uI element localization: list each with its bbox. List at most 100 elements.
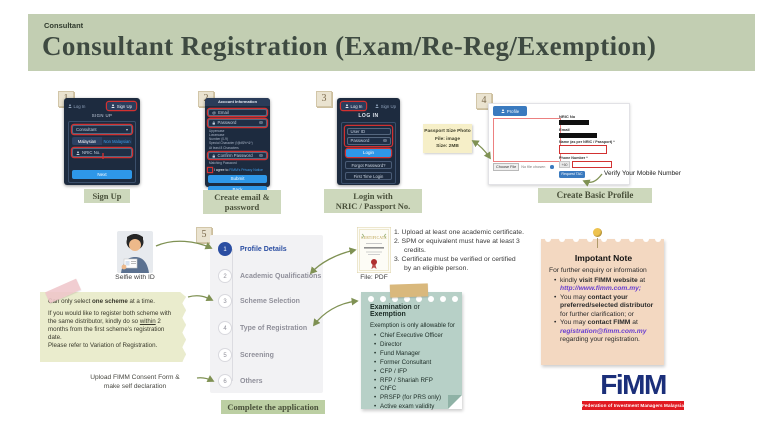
step2-confirm-password-input[interactable]: Confirm Password — [208, 151, 267, 160]
step3-screenshot: Log In Sign Up LOG IN User ID Password L… — [337, 98, 400, 185]
pin-stem — [597, 238, 598, 248]
step3-login-tab[interactable]: Log In — [341, 102, 367, 110]
step3-login-button[interactable]: Login — [346, 149, 391, 157]
fimm-logo-tagline: Federation of Investment Managers Malays… — [582, 401, 684, 410]
step3-forgot-password-button[interactable]: Forgot Password? — [345, 161, 392, 169]
step3-signup-tab[interactable]: Sign Up — [375, 104, 396, 109]
step2-caption: Create email &password — [203, 190, 281, 215]
fimm-website-link[interactable]: http://www.fimm.com.my; — [560, 285, 642, 292]
important-note-bullet-1: kindly visit FIMM website at http://www.… — [553, 277, 658, 294]
step4-phone-prefix: +60 — [559, 161, 570, 168]
arrow-note-to-step3 — [187, 294, 214, 302]
page-title: Consultant Registration (Exam/Re-Reg/Exe… — [42, 31, 657, 61]
step2-email-input[interactable]: @Email — [208, 108, 267, 116]
important-note-title: Impotant Note — [574, 253, 633, 263]
person-icon — [345, 104, 349, 108]
step3-first-time-login-button[interactable]: First Time Login — [345, 172, 392, 180]
lock-icon — [212, 121, 215, 125]
step2-form-header: Account Information — [205, 98, 270, 106]
step4-caption: Create Basic Profile — [538, 188, 652, 203]
selfie-illustration — [117, 231, 153, 278]
step4-email-redacted-value — [559, 133, 597, 138]
fimm-logo-wordmark: FiMM — [600, 369, 667, 400]
important-note-bullet-3: You may contact FIMM at registration@fim… — [553, 319, 658, 345]
privacy-notice-link[interactable]: FIMM's Privacy Notice — [229, 168, 263, 173]
step4-photo-upload-area[interactable] — [493, 118, 561, 162]
exam-note-title: Examination or Exemption — [370, 304, 420, 318]
step1-caption: Sign Up — [84, 189, 130, 204]
step3-form-title: LOG IN — [358, 113, 379, 119]
passport-photo-note: Passport Size Photo File: image Size: 2M… — [423, 124, 472, 153]
exam-note-subtitle: Exemption is only allowable for — [370, 322, 455, 329]
step2-agree-text: I agree to FIMM's Privacy Notice — [214, 168, 263, 173]
step1-login-tab[interactable]: Log In — [68, 104, 85, 109]
step4-name-label: Name (as per NRIC / Passport) * — [559, 140, 615, 144]
step2-password-input[interactable]: Password — [208, 119, 267, 127]
step1-signup-tab[interactable]: Sign Up — [107, 102, 136, 110]
eye-icon[interactable] — [259, 154, 263, 158]
important-note-list: kindly visit FIMM website at http://www.… — [549, 277, 658, 345]
washi-tape-tan — [389, 283, 429, 298]
exemption-roles-list: Chief Executive Officer Director Fund Ma… — [370, 332, 455, 412]
person-icon — [111, 104, 115, 108]
step3-userid-input[interactable]: User ID — [346, 127, 391, 135]
step4-phone-label: Phone Number * — [559, 156, 588, 160]
step4-email-label: Email — [559, 127, 570, 132]
lock-icon — [212, 154, 215, 158]
eye-icon[interactable] — [382, 139, 387, 143]
step2-submit-button[interactable]: Submit — [208, 175, 267, 183]
step4-phone-input[interactable] — [572, 161, 612, 168]
header-banner: Consultant Consultant Registration (Exam… — [28, 14, 755, 71]
step1-form-title: SIGN UP — [91, 113, 113, 118]
pin-icon — [593, 228, 602, 237]
step4-choose-file-button[interactable]: Choose File — [493, 163, 520, 171]
step1-nric-input[interactable]: NRIC No. — [72, 148, 132, 157]
certificate-illustration: CERTIFICATE — [356, 226, 392, 278]
verify-mobile-annotation: Verify Your Mobile Number — [604, 170, 681, 177]
step2-matching-rule: Matching Password — [209, 161, 237, 166]
step1-screenshot: Log In Sign Up SIGN UP Consultant▾ Malay… — [64, 98, 140, 185]
step2-back-button[interactable]: Back — [208, 185, 267, 194]
eye-icon[interactable] — [259, 121, 263, 125]
selfie-caption: Selfie with ID — [115, 274, 155, 281]
step4-profile-tab[interactable]: Profile — [493, 106, 527, 116]
step1-next-button[interactable]: Next — [72, 170, 132, 179]
certificate-file-caption: File: PDF — [360, 274, 388, 281]
info-icon — [550, 165, 554, 169]
step2-password-rules: Uppercase Lowercase Number (0-9) Special… — [209, 128, 253, 150]
registration-email-link[interactable]: registration@fimm.com.my — [560, 327, 647, 335]
important-note: Impotant Note For further enquiry or inf… — [541, 236, 664, 365]
exam-exemption-note: Examination or Exemption Exemption is on… — [361, 292, 462, 412]
step1-non-malaysian-toggle[interactable]: Non Malaysian — [102, 137, 132, 145]
svg-text:CERTIFICATE: CERTIFICATE — [361, 236, 387, 240]
stepper-connector — [231, 249, 233, 381]
step4-request-tac-button[interactable]: Request TAC — [559, 170, 585, 178]
step2-privacy-checkbox[interactable] — [208, 168, 212, 173]
person-icon — [68, 104, 72, 108]
step4-screenshot: Profile Choose File No file chosen NRIC … — [488, 103, 630, 185]
step4-no-file-text: No file chosen — [521, 165, 546, 169]
step5-caption: Complete the application — [221, 400, 325, 415]
header-eyebrow: Consultant — [44, 21, 84, 30]
person-icon — [501, 109, 505, 113]
step3-password-input[interactable]: Password — [346, 137, 391, 145]
step4-nric-label: NRIC No — [559, 114, 576, 119]
person-icon — [76, 150, 80, 155]
step1-role-select[interactable]: Consultant▾ — [72, 125, 132, 134]
important-note-bullet-2: You may contact your preferred/selected … — [553, 294, 658, 320]
step1-malaysian-toggle[interactable]: Malaysian — [72, 137, 102, 145]
step4-name-input[interactable] — [559, 145, 607, 154]
step4-nric-redacted-value — [559, 120, 589, 125]
important-note-intro: For further enquiry or information — [549, 267, 647, 274]
scheme-selection-note: Can only select one scheme at a time. If… — [40, 292, 186, 362]
step3-badge: 3 — [316, 91, 332, 107]
